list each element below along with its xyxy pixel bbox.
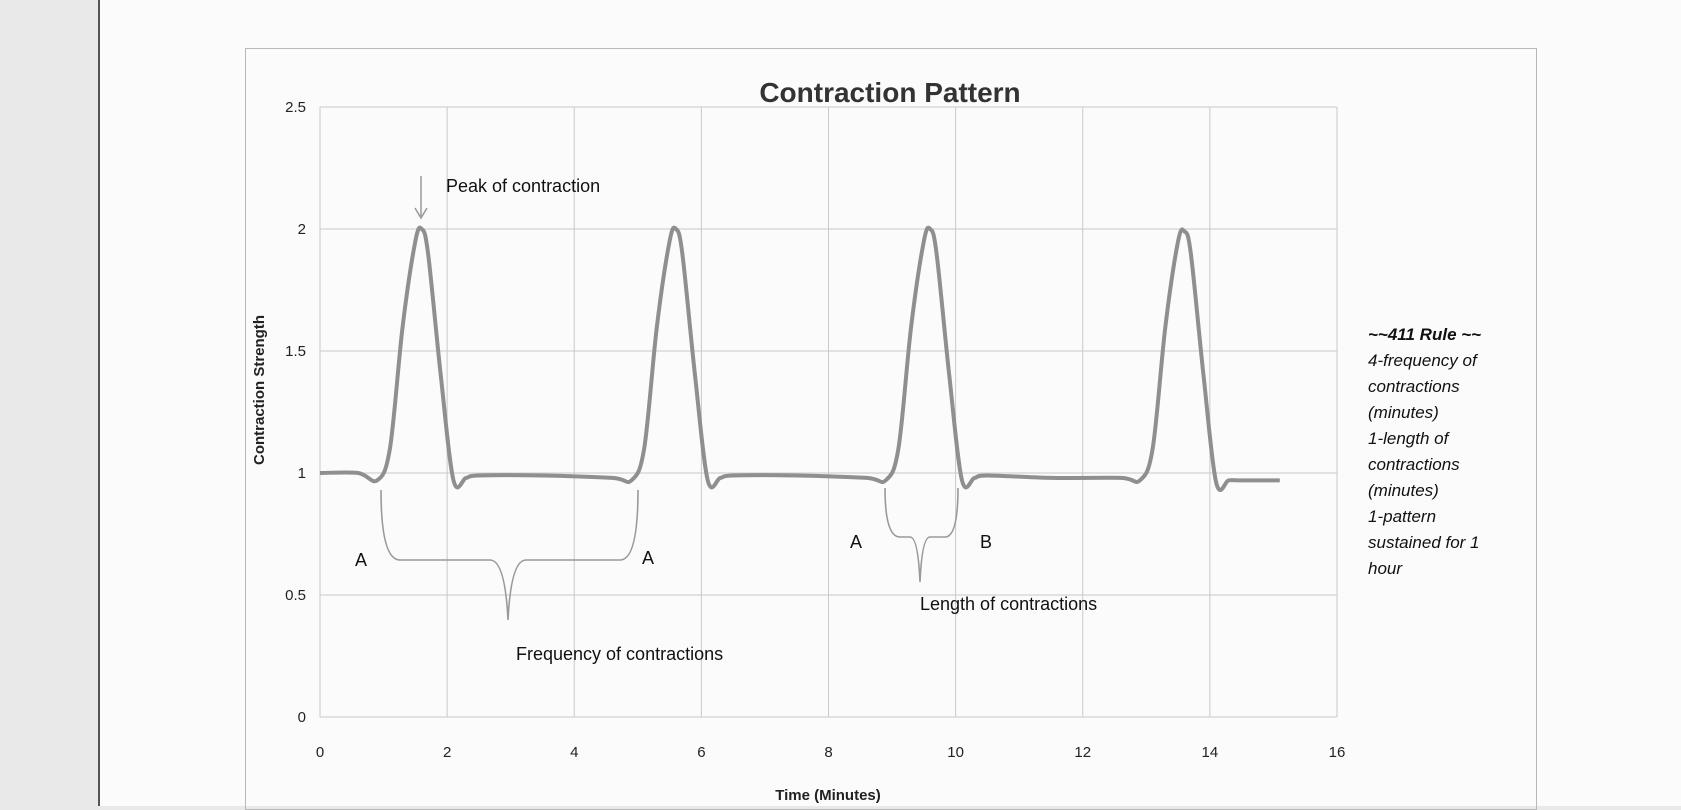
x-tick-label: 6 xyxy=(697,744,705,761)
series-point xyxy=(929,228,932,231)
series-point xyxy=(1189,252,1192,255)
x-tick-label: 12 xyxy=(1074,744,1091,761)
chart-grid xyxy=(319,106,1338,718)
rule-line: 4-frequency of xyxy=(1368,351,1479,370)
x-tick-label: 4 xyxy=(570,744,578,761)
series-point xyxy=(884,479,887,482)
rule-line: sustained for 1 xyxy=(1368,533,1480,552)
series-point xyxy=(439,374,442,377)
axis-ticks: 0 2 4 6 8 10 12 14 16 0 0.5 1 1.5 2 2.5 xyxy=(285,99,1345,761)
chart-title: Contraction Pattern xyxy=(759,77,1020,108)
rule-line: (minutes) xyxy=(1368,403,1439,422)
label-b: B xyxy=(980,532,992,552)
series-point xyxy=(1164,325,1167,328)
rule-block: ~~411 Rule ~~ 4-frequency of contraction… xyxy=(1368,325,1481,578)
label-a-second: A xyxy=(642,548,654,568)
series-point xyxy=(477,474,480,477)
series-point xyxy=(357,472,360,475)
series-point xyxy=(865,476,868,479)
x-tick-label: 10 xyxy=(947,744,964,761)
series-point xyxy=(674,228,677,231)
series-point xyxy=(1215,481,1218,484)
series-point xyxy=(795,474,798,477)
x-tick-label: 14 xyxy=(1202,744,1219,761)
series-point xyxy=(401,325,404,328)
rule-line: contractions xyxy=(1368,377,1460,396)
series-point xyxy=(668,240,671,243)
series-point xyxy=(388,447,391,450)
series-point xyxy=(452,479,455,482)
x-axis-title: Time (Minutes) xyxy=(775,787,881,804)
peak-arrowhead xyxy=(414,207,428,220)
x-tick-label: 8 xyxy=(824,744,832,761)
series-point xyxy=(935,252,938,255)
series-point xyxy=(1240,479,1243,482)
frequency-brace xyxy=(380,489,639,621)
y-tick-label: 2 xyxy=(298,221,306,238)
length-annotation: Length of contractions xyxy=(920,594,1097,614)
y-tick-label: 0 xyxy=(298,709,306,726)
series-point xyxy=(414,240,417,243)
series-point xyxy=(1138,479,1141,482)
series-point xyxy=(420,228,423,231)
series-point xyxy=(706,479,709,482)
length-brace xyxy=(884,487,959,583)
series-point xyxy=(681,252,684,255)
series-point xyxy=(960,479,963,482)
rule-line: (minutes) xyxy=(1368,481,1439,500)
series-point xyxy=(986,474,989,477)
series-point xyxy=(719,476,722,479)
rule-line: 1-pattern xyxy=(1368,507,1436,526)
rule-title: ~~411 Rule ~~ xyxy=(1368,325,1481,344)
series-point xyxy=(427,252,430,255)
rule-line: hour xyxy=(1368,559,1403,578)
series-point xyxy=(541,474,544,477)
frequency-annotation: Frequency of contractions xyxy=(516,644,723,664)
x-tick-label: 0 xyxy=(316,744,324,761)
rule-line: 1-length of xyxy=(1368,429,1451,448)
x-tick-label: 16 xyxy=(1329,744,1346,761)
series-point xyxy=(630,479,633,482)
series-point xyxy=(655,325,658,328)
x-tick-label: 2 xyxy=(443,744,451,761)
series-points xyxy=(319,228,1282,485)
series-point xyxy=(319,472,322,475)
series-point xyxy=(376,479,379,482)
series-point xyxy=(1151,447,1154,450)
series-point xyxy=(1227,479,1230,482)
series-point xyxy=(1183,230,1186,233)
series-point xyxy=(1202,374,1205,377)
series-point xyxy=(732,474,735,477)
series-point xyxy=(910,325,913,328)
series-point xyxy=(922,240,925,243)
y-tick-label: 1 xyxy=(298,465,306,482)
contraction-series-line xyxy=(319,225,1280,492)
y-axis-title: Contraction Strength xyxy=(251,315,268,465)
y-tick-label: 0.5 xyxy=(285,587,306,604)
label-a-first: A xyxy=(355,550,367,570)
series-point xyxy=(1049,476,1052,479)
series-point xyxy=(897,447,900,450)
series-point xyxy=(973,476,976,479)
series-point xyxy=(1177,240,1180,243)
label-a-third: A xyxy=(850,532,862,552)
y-tick-label: 2.5 xyxy=(285,99,306,116)
series-point xyxy=(611,476,614,479)
series-point xyxy=(1278,479,1281,482)
rule-line: contractions xyxy=(1368,455,1460,474)
peak-annotation: Peak of contraction xyxy=(446,176,600,196)
y-tick-label: 1.5 xyxy=(285,343,306,360)
series-point xyxy=(465,476,468,479)
series-point xyxy=(1119,476,1122,479)
series-point xyxy=(643,447,646,450)
series-point xyxy=(694,374,697,377)
series-point xyxy=(948,374,951,377)
paper-sheet xyxy=(98,0,1681,806)
